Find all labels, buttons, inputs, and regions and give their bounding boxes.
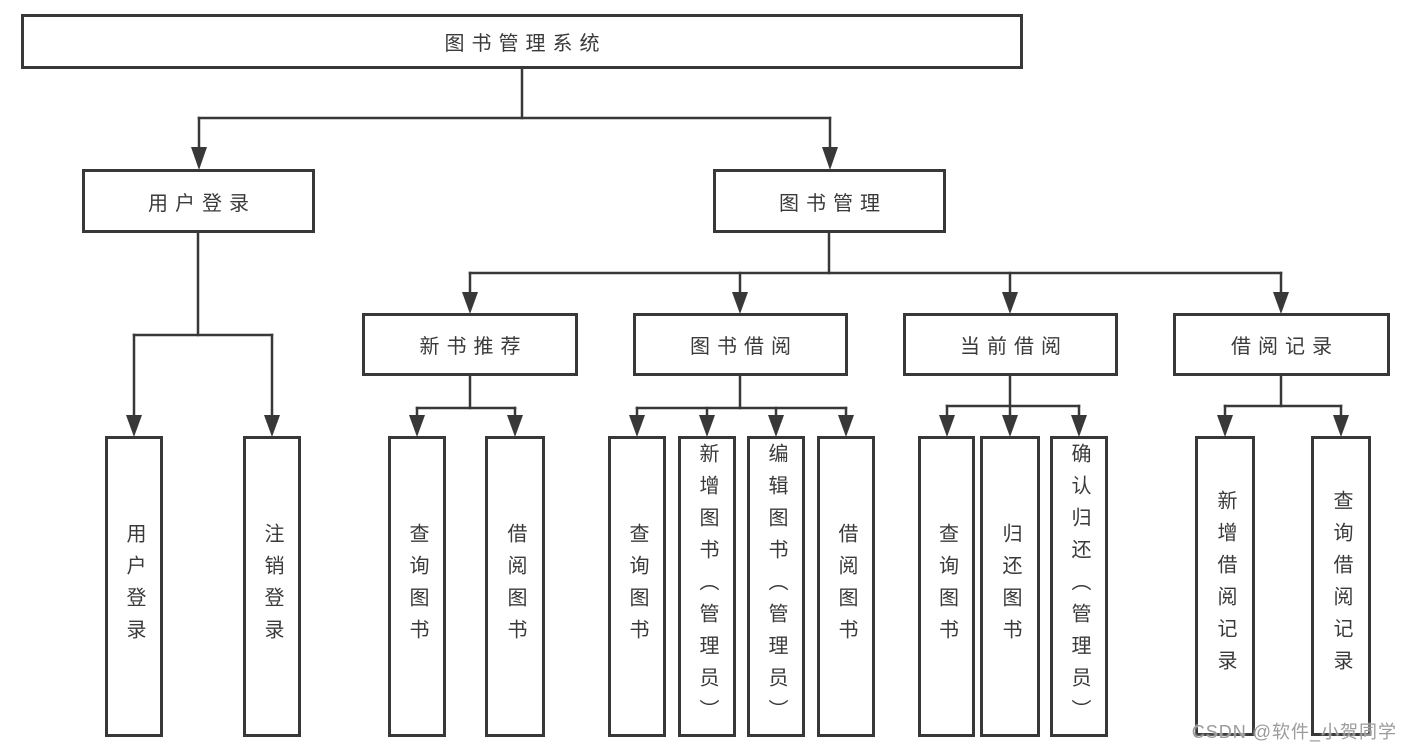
leaf-records-add-borrow-record: 新增借阅记录: [1195, 436, 1255, 736]
csdn-watermark: CSDN @软件_小贺同学: [1191, 722, 1397, 742]
leaf-current-return-books: 归还图书: [980, 436, 1040, 737]
leaf-current-query-books: 查询图书: [918, 436, 975, 737]
leaf-borrowing-query-books: 查询图书: [608, 436, 666, 737]
leaf-records-query-borrow-record: 查询借阅记录: [1311, 436, 1371, 736]
leaf-borrowing-add-books-admin: 新增图书（管理员）: [678, 436, 736, 737]
node-book-management: 图书管理: [713, 169, 946, 233]
node-borrowing-records: 借阅记录: [1173, 313, 1390, 376]
node-current-borrowing: 当前借阅: [903, 313, 1118, 376]
leaf-borrowing-borrow-books: 借阅图书: [817, 436, 875, 737]
leaf-recommend-borrow-books: 借阅图书: [485, 436, 545, 737]
node-new-book-recommendation: 新书推荐: [362, 313, 578, 376]
node-book-borrowing: 图书借阅: [633, 313, 848, 376]
node-book-management-system: 图书管理系统: [21, 14, 1023, 69]
node-user-login: 用户登录: [82, 169, 315, 233]
leaf-logout: 注销登录: [243, 436, 301, 737]
leaf-user-login: 用户登录: [105, 436, 163, 737]
leaf-borrowing-edit-books-admin: 编辑图书（管理员）: [747, 436, 805, 737]
leaf-current-confirm-return-admin: 确认归还（管理员）: [1050, 436, 1108, 737]
leaf-recommend-query-books: 查询图书: [388, 436, 446, 737]
